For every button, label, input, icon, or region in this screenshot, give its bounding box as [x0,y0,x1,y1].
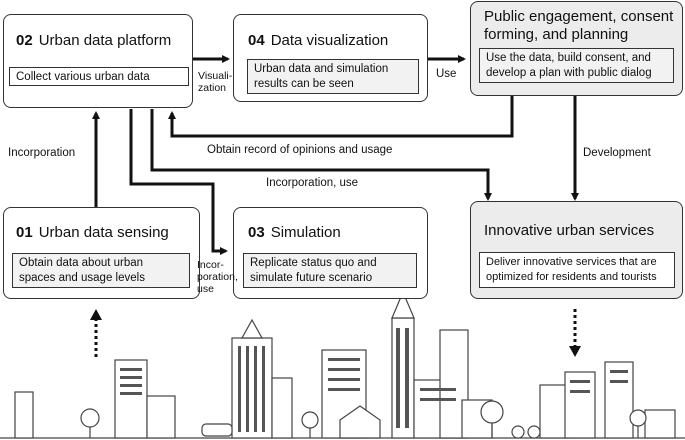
box-title: Data visualization [270,32,389,49]
arrow-platform-to-innovative [150,109,492,201]
visualization-label: Visuali- zation [198,70,233,94]
box-title: Innovative urban services [484,222,655,239]
arrow-platform-to-simulation [129,109,228,255]
box-description: Urban data and simulation results can be… [247,59,419,94]
step-number: 04 [248,32,265,49]
arrow-public-to-platform [168,96,514,138]
box-title: Urban data platform [38,32,172,49]
step-number: 03 [248,224,265,241]
step-number: 02 [16,32,33,49]
box-description: Replicate status quo and simulate future… [243,253,417,288]
box-description: Obtain data about urban spaces and usage… [12,253,190,288]
simulation-box: 03 Simulation Replicate status quo and si… [233,207,428,299]
step-number: 01 [16,224,33,241]
public-engagement-box: Public engagement, consent forming, and … [470,1,683,96]
box-description: Deliver innovative services that are opt… [479,252,675,288]
box-title: Public engagement, consent forming, and … [484,8,674,43]
urban-data-platform-box: 02 Urban data platform Collect various ur… [3,14,193,108]
box-description: Collect various urban data [9,67,189,86]
incorporation-use-side-label: Incor- poration, use [197,259,238,295]
use-label: Use [436,68,457,80]
incorporation-use-label: Incorporation, use [266,177,359,189]
development-label: Development [583,147,651,159]
box-title: Simulation [270,224,341,241]
obtain-record-label: Obtain record of opinions and usage [207,144,393,156]
data-visualization-box: 04 Data visualization Urban data and simu… [233,14,428,102]
innovative-urban-services-box: Innovative urban services Deliver innova… [470,201,683,299]
incorporation-label: Incorporation [8,147,76,159]
box-description: Use the data, build consent, and develop… [479,48,674,83]
urban-data-sensing-box: 01 Urban data sensing Obtain data about u… [3,207,200,299]
box-title: Urban data sensing [38,224,169,241]
